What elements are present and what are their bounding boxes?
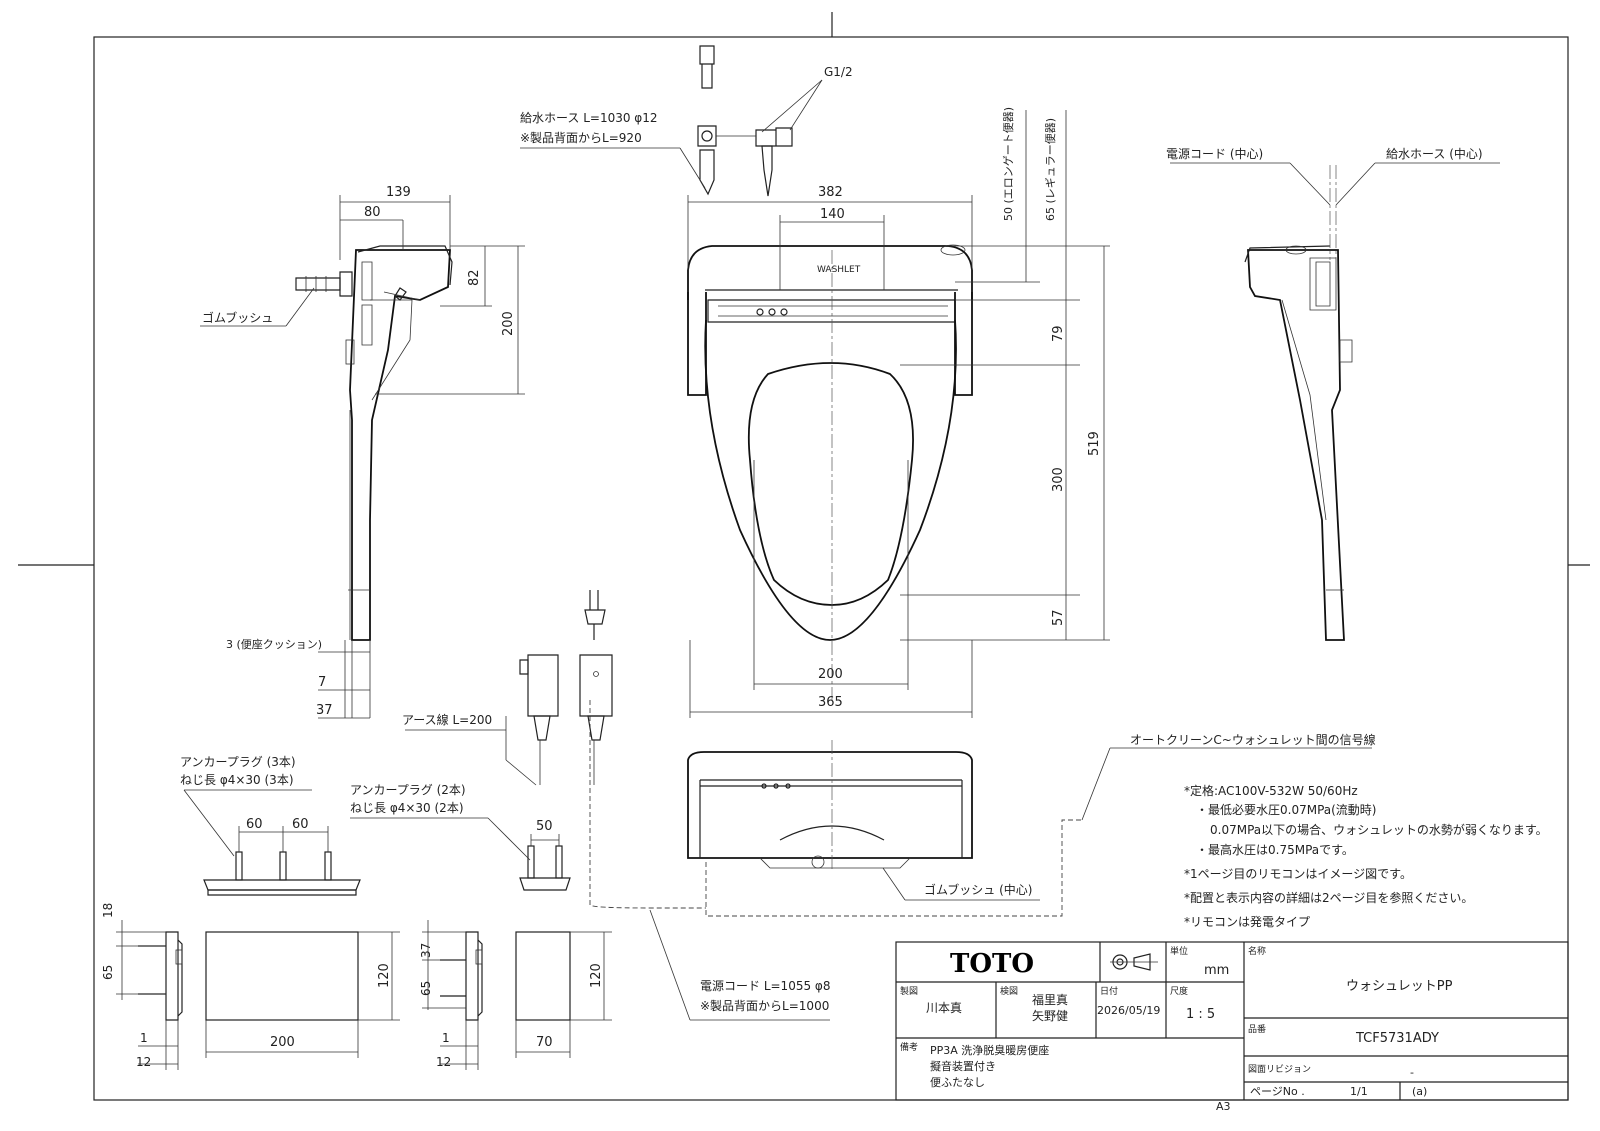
- unit-value: mm: [1204, 963, 1229, 978]
- dim-200-remote: 200: [270, 1035, 295, 1050]
- label-anchor2-a: アンカープラグ (2本): [350, 783, 466, 797]
- label-anchor3-b: ねじ長 φ4×30 (3本): [180, 773, 294, 787]
- dim-50-b: 50: [536, 819, 553, 834]
- checked-by-2: 矢野健: [1032, 1009, 1068, 1023]
- dim-65-a: 65: [101, 965, 115, 980]
- label-power-center: 電源コード (中心): [1166, 146, 1263, 161]
- top-view: [520, 45, 1110, 718]
- page-mark: (a): [1412, 1085, 1427, 1098]
- dim-300: 300: [1051, 467, 1066, 492]
- dim-65-b: 65: [419, 981, 433, 996]
- remarks-line-2: 擬音装置付き: [930, 1059, 996, 1073]
- label-hose-2: ※製品背面からL=920: [520, 131, 642, 145]
- label-hose-1: 給水ホース L=1030 φ12: [520, 111, 658, 125]
- dim-1-a: 1: [140, 1031, 148, 1045]
- dim-365: 365: [818, 695, 843, 710]
- dim-60-a: 60: [246, 817, 263, 832]
- drawn-by: 川本真: [926, 1001, 962, 1015]
- date-label: 日付: [1100, 986, 1118, 997]
- label-power-cord-1: 電源コード L=1055 φ8: [700, 979, 830, 993]
- model-label: 品番: [1248, 1023, 1266, 1035]
- front-view: [589, 700, 1372, 1021]
- toto-logo: TOTO: [950, 949, 1034, 979]
- dim-70: 70: [536, 1035, 553, 1050]
- dim-7: 7: [318, 675, 326, 690]
- dim-120-a: 120: [377, 963, 392, 988]
- dim-140: 140: [820, 207, 845, 222]
- dim-82: 82: [467, 269, 482, 286]
- dim-57: 57: [1051, 609, 1066, 626]
- date-value: 2026/05/19: [1097, 1004, 1160, 1017]
- dim-519: 519: [1087, 431, 1102, 456]
- note-rating: *定格:AC100V-532W 50/60Hz: [1184, 783, 1358, 798]
- dim-120-b: 120: [589, 963, 604, 988]
- scale-value: 1 : 5: [1186, 1007, 1215, 1022]
- label-rubber-bush: ゴムブッシュ: [202, 310, 273, 325]
- dim-60-b: 60: [292, 817, 309, 832]
- dim-65-regular: 65 (レギュラー便器): [1044, 118, 1057, 221]
- note-remote-image: *1ページ目のリモコンはイメージ図です。: [1184, 867, 1412, 881]
- dim-37-b: 37: [419, 943, 433, 958]
- remote-views: [116, 920, 612, 1070]
- dim-12-a: 12: [136, 1055, 151, 1069]
- label-rubber-bush-center: ゴムブッシュ (中心): [924, 882, 1032, 897]
- label-g12: G1/2: [824, 65, 853, 79]
- dim-37: 37: [316, 703, 333, 718]
- dim-3-cushion: 3 (便座クッション): [226, 637, 322, 651]
- note-weak-flow: 0.07MPa以下の場合、ウォシュレットの水勢が弱くなります。: [1210, 822, 1548, 837]
- note-min-pressure: ・最低必要水圧0.07MPa(流動時): [1196, 803, 1377, 817]
- dim-79: 79: [1051, 325, 1066, 342]
- remarks-line-3: 便ふたなし: [930, 1076, 985, 1089]
- label-anchor2-b: ねじ長 φ4×30 (2本): [350, 801, 464, 815]
- dim-12-b: 12: [436, 1055, 451, 1069]
- revision-label: 図面リビジョン: [1248, 1064, 1311, 1075]
- page-number: 1/1: [1350, 1085, 1368, 1098]
- dim-18: 18: [101, 903, 115, 918]
- side-view-left: [200, 195, 525, 719]
- dim-200-side: 200: [501, 311, 516, 336]
- anchor-parts: [183, 789, 571, 896]
- revision-value: -: [1410, 1066, 1414, 1079]
- dim-1-b: 1: [442, 1031, 450, 1045]
- note-remote-type: *リモコンは発電タイプ: [1184, 915, 1310, 929]
- label-hose-center: 給水ホース (中心): [1386, 146, 1483, 161]
- sheet-size: A3: [1216, 1100, 1231, 1113]
- dim-50-elongate: 50 (エロンゲート便器): [1002, 107, 1015, 221]
- seat-brand-mark: WASHLET: [817, 265, 861, 275]
- drawn-label: 製図: [900, 985, 918, 997]
- checked-label: 検図: [1000, 985, 1018, 997]
- dim-382: 382: [818, 185, 843, 200]
- side-view-right: [1170, 162, 1500, 641]
- plug-parts: [405, 590, 613, 786]
- note-max-pressure: ・最高水圧は0.75MPaです。: [1196, 842, 1354, 857]
- sheet-border: [93, 36, 1569, 1101]
- remarks-line-1: PP3A 洗浄脱臭暖房便座: [930, 1043, 1049, 1057]
- label-signal-line: オートクリーンC~ウォシュレット間の信号線: [1130, 732, 1376, 747]
- product-name: ウォシュレットPP: [1346, 979, 1453, 994]
- label-earth-wire: アース線 L=200: [402, 712, 492, 727]
- title-block-frame: [895, 941, 1569, 1101]
- remarks-label: 備考: [900, 1041, 918, 1053]
- note-layout-ref: *配置と表示内容の詳細は2ページ目を参照ください。: [1184, 890, 1473, 905]
- dim-200-seat: 200: [818, 667, 843, 682]
- dim-139: 139: [386, 185, 411, 200]
- checked-by-1: 福里真: [1032, 992, 1068, 1007]
- name-label: 名称: [1248, 945, 1266, 957]
- label-anchor3-a: アンカープラグ (3本): [180, 755, 296, 769]
- model-number: TCF5731ADY: [1355, 1031, 1439, 1046]
- dim-80: 80: [364, 205, 381, 220]
- page-label: ページNo .: [1250, 1085, 1305, 1098]
- scale-label: 尺度: [1170, 985, 1188, 997]
- label-power-cord-2: ※製品背面からL=1000: [700, 999, 829, 1013]
- unit-label: 単位: [1170, 945, 1188, 957]
